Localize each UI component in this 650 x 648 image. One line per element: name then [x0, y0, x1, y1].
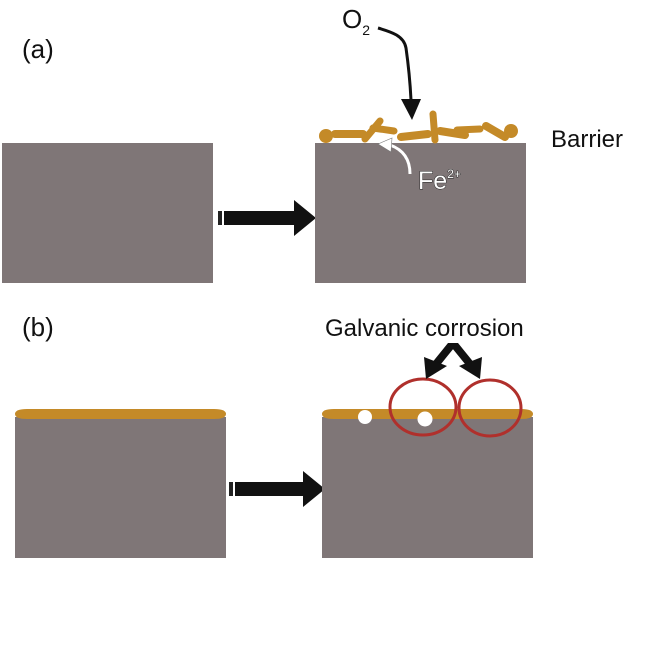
transition-arrow-a	[218, 200, 316, 236]
oxide-particle	[397, 130, 432, 141]
galvanic-corrosion-label: Galvanic corrosion	[325, 315, 524, 342]
metal-block-before	[15, 417, 226, 558]
oxide-particle	[482, 122, 509, 141]
panel-a-label: (a)	[22, 34, 54, 64]
oxide-particle	[453, 125, 484, 134]
barrier-label: Barrier	[551, 126, 623, 153]
galvanic-corrosion-sites	[388, 377, 523, 438]
transition-arrow-b	[229, 471, 325, 507]
coating-pit	[417, 411, 433, 427]
panel-b: (b) Galvanic corr	[15, 312, 533, 558]
corrosion-ring	[388, 377, 458, 437]
oxide-particle	[429, 110, 439, 144]
iron-ion-label: Fe2+	[418, 167, 461, 195]
oxygen-label: O2	[342, 4, 370, 38]
metal-block-after	[315, 143, 526, 283]
panel-b-label: (b)	[22, 312, 54, 342]
oxide-particle	[319, 129, 333, 143]
oxygen-diffusion-arrow	[377, 26, 421, 120]
corrosion-ring	[457, 378, 523, 438]
coating-defects	[358, 410, 433, 427]
panel-a: (a) O2	[2, 4, 623, 283]
oxide-particle	[369, 124, 398, 135]
coating-pit	[358, 410, 372, 424]
barrier-oxide-layer	[319, 110, 518, 144]
oxide-particle	[436, 127, 469, 139]
metal-block-after	[322, 417, 533, 558]
iron-ion-diffusion-arrow	[377, 137, 412, 175]
metal-block-before	[2, 143, 213, 283]
galvanic-indicator-arrow	[424, 343, 482, 379]
oxide-particle	[504, 124, 518, 138]
continuous-coating	[15, 409, 226, 419]
